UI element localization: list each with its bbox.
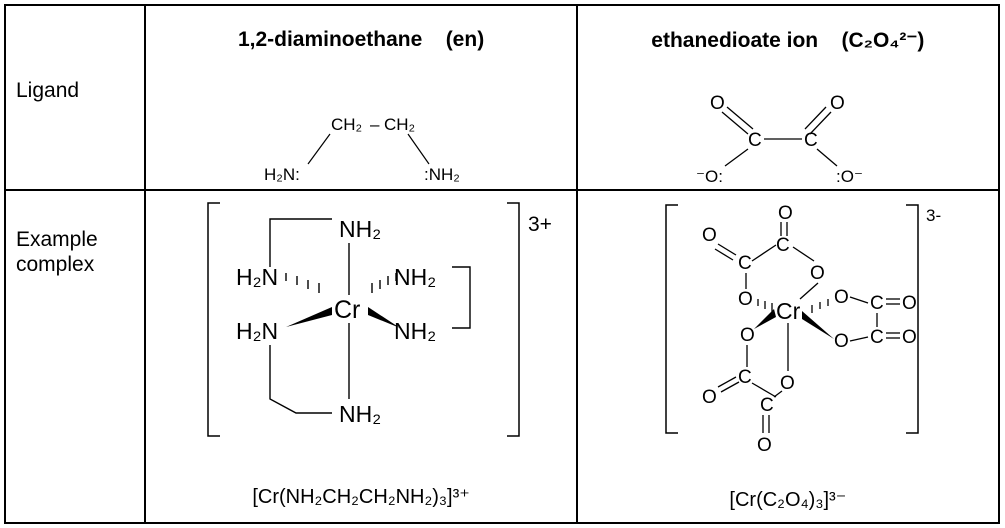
ox-complex-cell: 3- Cr O C O C O O — [575, 189, 1001, 524]
ox-right-carbon-top: C — [870, 293, 884, 314]
en-heading: 1,2-diaminoethane (en) — [146, 28, 575, 52]
en-amine-top: NH₂ — [339, 216, 381, 242]
en-bond-dash: – — [370, 115, 380, 134]
en-ligand-cell: 1,2-diaminoethane (en) CH₂ – CH₂ H₂N: :N… — [144, 4, 578, 191]
en-hashed-bond-left — [285, 273, 321, 293]
ligand-row-header: Ligand — [3, 4, 147, 191]
en-right-carbon: CH₂ — [384, 115, 415, 134]
ox-carbonyl-o-right: O — [830, 93, 845, 114]
ox-bottom-carbon-right: C — [760, 395, 774, 416]
ox-top-left-carbonyl-o: O — [702, 225, 717, 246]
en-amine-lower-left: H₂N — [236, 318, 278, 344]
ox-right-bracket — [905, 204, 919, 434]
en-amine-upper-right: NH₂ — [394, 264, 436, 290]
ox-complex-charge: 3- — [926, 206, 941, 225]
en-complex-charge: 3+ — [528, 213, 552, 236]
en-right-bracket — [507, 202, 521, 437]
ox-bottom-ring-o-right: O — [780, 373, 795, 394]
en-bond-right — [407, 133, 430, 165]
ox-right-carbonyl-o-top: O — [902, 293, 917, 314]
ox-top-ring-o-right: O — [810, 263, 825, 284]
en-wedge-bond-left — [286, 307, 333, 327]
ox-right-carbonyl-o-bottom: O — [902, 327, 917, 348]
ox-carbonyl-o-left: O — [710, 93, 725, 114]
ox-carbon-left: C — [748, 130, 762, 151]
en-bond-left — [307, 133, 331, 165]
ligand-row: Ligand 1,2-diaminoethane (en) CH₂ – CH₂ … — [3, 4, 1001, 191]
en-hashed-bond-right — [371, 273, 398, 293]
en-left-amine: H₂N: — [264, 165, 300, 184]
ox-bottom-ring-o-left: O — [740, 325, 755, 346]
en-amine-upper-left: H₂N — [236, 264, 278, 290]
ox-carbon-right: C — [804, 130, 818, 151]
example-row-header: Example complex — [3, 189, 147, 524]
ox-left-bracket — [664, 204, 678, 434]
ox-co-bond-left — [724, 148, 749, 167]
ox-structure: O O C C ⁻O: :O⁻ — [696, 93, 863, 186]
en-amine-lower-right: NH₂ — [394, 318, 436, 344]
ox-metal: Cr — [776, 298, 801, 324]
en-abbrev: (en) — [445, 28, 485, 51]
ox-right-carbon-bottom: C — [870, 327, 884, 348]
ligand-table: Ligand 1,2-diaminoethane (en) CH₂ – CH₂ … — [3, 4, 1001, 524]
ox-bottom-carbonyl-o: O — [757, 435, 772, 456]
en-bridge-top-left — [269, 218, 333, 267]
en-left-bracket — [207, 202, 221, 437]
ox-formula-label: (C₂O₄²⁻) — [841, 29, 925, 52]
en-complex-cell: 3+ NH₂ H₂N NH₂ Cr H₂N NH₂ NH₂ — [144, 189, 578, 524]
ox-name: ethanedioate ion — [651, 29, 819, 52]
ox-double-bond-right-a — [809, 111, 832, 135]
en-bridge-bottom-left — [269, 345, 333, 414]
en-structure: CH₂ – CH₂ H₂N: :NH₂ — [264, 115, 460, 184]
example-row: Example complex 3+ NH₂ H₂N NH₂ Cr H₂N NH… — [3, 189, 1001, 524]
ox-co-bond-right — [816, 148, 838, 167]
ox-top-carbon-right: C — [776, 235, 790, 256]
en-name: 1,2-diaminoethane — [237, 28, 423, 51]
ox-top-carbon-left: C — [738, 253, 752, 274]
ox-left-oxide: ⁻O: — [696, 167, 723, 186]
ox-double-bond-left-b — [726, 106, 754, 130]
ox-heading: ethanedioate ion (C₂O₄²⁻) — [578, 28, 998, 53]
ligand-row-label: Ligand — [16, 79, 80, 102]
ox-right-ring-o-bottom: O — [834, 331, 849, 352]
ox-ligand-cell: ethanedioate ion (C₂O₄²⁻) O O C C ⁻O: :O… — [575, 4, 1001, 191]
ox-top-ring-o-left: O — [738, 289, 753, 310]
ox-double-bond-left-a — [721, 111, 749, 135]
ox-right-ring-o-top: O — [834, 287, 849, 308]
ox-complex-formula: [Cr(C₂O₄)₃]³⁻ — [729, 489, 847, 511]
en-wedge-bond-right — [368, 307, 401, 328]
ox-complex-structure: 3- Cr O C O C O O — [664, 203, 941, 456]
en-left-carbon: CH₂ — [331, 115, 362, 134]
en-metal: Cr — [334, 296, 360, 324]
en-amine-bottom: NH₂ — [339, 401, 381, 427]
en-complex-formula: [Cr(NH₂CH₂CH₂NH₂)₃]³⁺ — [252, 486, 470, 508]
ox-top-carbonyl-o: O — [778, 203, 793, 224]
ox-right-oxide: :O⁻ — [836, 167, 863, 186]
ox-double-bond-right-b — [804, 106, 827, 130]
en-right-amine: :NH₂ — [424, 165, 460, 184]
en-bridge-right — [452, 266, 472, 329]
ox-bottom-left-carbonyl-o: O — [702, 387, 717, 408]
en-complex-structure: 3+ NH₂ H₂N NH₂ Cr H₂N NH₂ NH₂ — [207, 202, 552, 437]
ox-bottom-carbon-left: C — [738, 367, 752, 388]
example-row-label: Example complex — [16, 228, 98, 276]
